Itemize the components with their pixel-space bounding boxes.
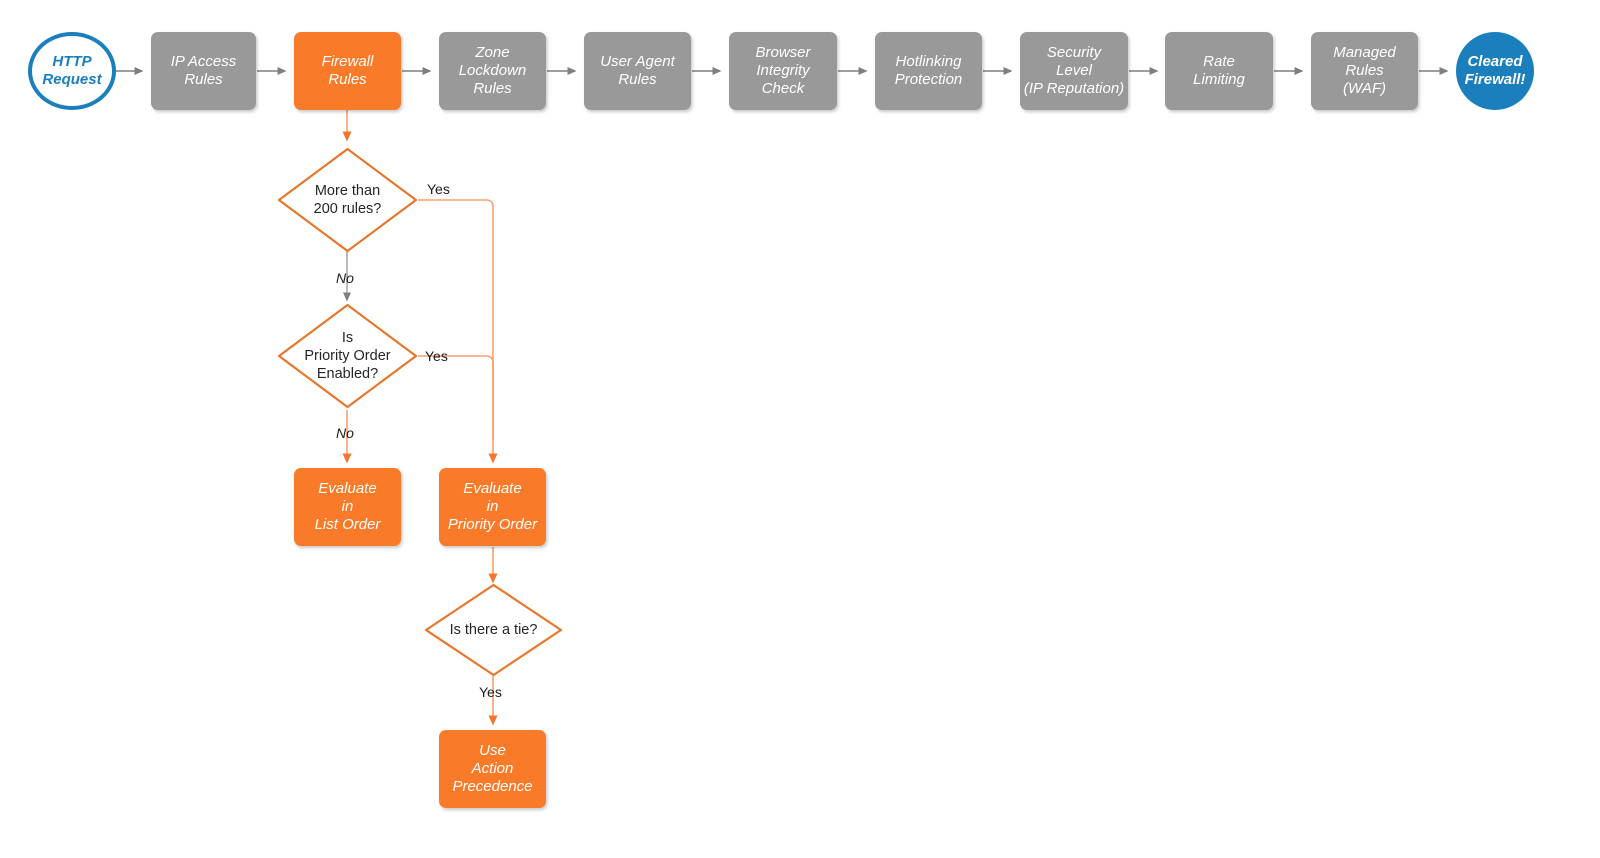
stage-managed-rules-waf[interactable]: Managed Rules (WAF) [1311,32,1418,110]
stage-ip-access-rules[interactable]: IP Access Rules [151,32,256,110]
diamond-shape [277,303,418,409]
stage-hotlinking-protection[interactable]: Hotlinking Protection [875,32,982,110]
decision-is-there-a-tie[interactable]: Is there a tie? [424,583,563,677]
edge-yes-priority-order [418,355,494,440]
outcome-evaluate-in-list-order[interactable]: Evaluate in List Order [294,468,401,546]
decision-label: Is Priority Order Enabled? [304,329,391,383]
decision-is-priority-order-enabled[interactable]: Is Priority Order Enabled? [277,303,418,409]
diamond-shape [277,147,418,253]
edge-yes-200-rules [418,199,498,464]
decision-more-than-200-rules[interactable]: More than 200 rules? [277,147,418,253]
stage-user-agent-rules[interactable]: User Agent Rules [584,32,691,110]
diamond-shape [424,583,563,677]
decision-label: More than 200 rules? [313,182,382,217]
edge-label-no-200-rules: No [336,270,354,286]
edge-label-yes-200-rules: Yes [427,181,450,197]
outcome-evaluate-in-priority-order[interactable]: Evaluate in Priority Order [439,468,546,546]
stage-browser-integrity-check[interactable]: Browser Integrity Check [729,32,837,110]
edge-label-yes-priority-order: Yes [425,348,448,364]
stage-rate-limiting[interactable]: Rate Limiting [1165,32,1273,110]
decision-label: Is there a tie? [449,621,538,638]
outcome-use-action-precedence[interactable]: Use Action Precedence [439,730,546,808]
start-node-http-request[interactable]: HTTP Request [28,32,116,110]
stage-zone-lockdown-rules[interactable]: Zone Lockdown Rules [439,32,546,110]
edge-label-no-priority-order: No [336,425,354,441]
end-node-cleared-firewall[interactable]: Cleared Firewall! [1456,32,1534,110]
stage-firewall-rules[interactable]: Firewall Rules [294,32,401,110]
edge-label-yes-tie: Yes [479,684,502,700]
stage-security-level[interactable]: Security Level (IP Reputation) [1020,32,1128,110]
